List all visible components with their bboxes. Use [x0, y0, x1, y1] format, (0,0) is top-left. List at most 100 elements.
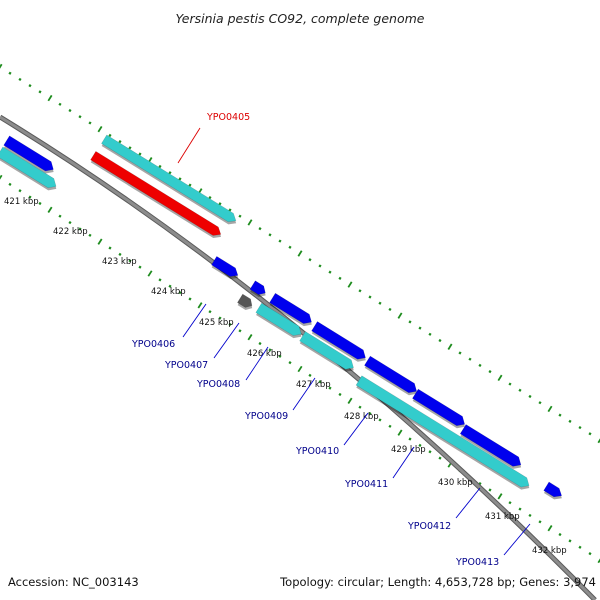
minor-tick: [458, 351, 462, 355]
scale-label-432: 432 kbp: [532, 546, 567, 556]
minor-tick: [158, 164, 162, 169]
feature-cds-ypo0405[interactable]: [90, 150, 225, 241]
feature-cds-ypo0408[interactable]: [311, 321, 370, 365]
minor-tick: [188, 297, 192, 301]
minor-tick: [178, 290, 182, 295]
minor-tick: [88, 233, 92, 237]
minor-tick: [158, 278, 162, 282]
minor-tick: [118, 252, 122, 257]
feature-cds-a[interactable]: [210, 256, 241, 282]
feature-cds-ypo0407[interactable]: [255, 302, 306, 341]
minor-tick: [318, 264, 322, 268]
inner-tick-track: [0, 174, 600, 564]
minor-tick: [428, 332, 432, 336]
minor-tick: [208, 310, 212, 314]
gene-label-ypo0409[interactable]: YPO0409: [244, 411, 288, 422]
minor-tick: [478, 363, 482, 367]
major-tick: [597, 558, 600, 564]
feature-cds-ypo0405-top[interactable]: [100, 134, 239, 227]
minor-tick: [218, 202, 222, 206]
leader-ypo0406: [182, 303, 207, 338]
minor-tick: [428, 450, 432, 454]
gene-label-ypo0408[interactable]: YPO0408: [196, 379, 240, 390]
minor-tick: [518, 507, 522, 511]
minor-tick: [338, 276, 342, 280]
minor-tick: [88, 121, 92, 125]
feature-cds-b[interactable]: [249, 280, 269, 300]
major-tick: [0, 63, 3, 69]
minor-tick: [68, 108, 72, 113]
major-tick: [547, 405, 553, 413]
minor-tick: [558, 532, 562, 537]
minor-tick: [318, 380, 322, 384]
minor-tick: [378, 301, 382, 305]
scale-label-430: 430 kbp: [438, 478, 473, 488]
minor-tick: [418, 443, 422, 448]
minor-tick: [188, 183, 192, 187]
minor-tick: [288, 361, 292, 365]
scale-label-421: 421 kbp: [4, 197, 39, 207]
minor-tick: [328, 270, 332, 274]
outer-tick-track: [0, 63, 600, 444]
major-tick: [0, 174, 3, 180]
minor-tick: [28, 195, 32, 199]
minor-tick: [18, 77, 22, 82]
gene-label-ypo0412[interactable]: YPO0412: [407, 521, 451, 532]
gene-label-ypo0407[interactable]: YPO0407: [164, 360, 208, 371]
major-tick: [147, 270, 153, 277]
minor-tick: [128, 146, 132, 150]
minor-tick: [68, 220, 72, 225]
minor-tick: [118, 140, 122, 144]
feature-cds-ypo0409-inner[interactable]: [299, 331, 358, 375]
leader-ypo0413: [503, 523, 531, 556]
gene-label-ypo0406[interactable]: YPO0406: [131, 339, 175, 350]
minor-tick: [268, 348, 272, 352]
feature-cds-ypo0413[interactable]: [543, 481, 566, 502]
feature-track: [0, 134, 566, 502]
major-tick: [397, 312, 403, 319]
accession-text: Accession: NC_003143: [8, 575, 139, 589]
scale-label-426: 426 kbp: [247, 349, 282, 359]
minor-tick: [388, 424, 392, 428]
minor-tick: [558, 413, 562, 417]
gene-label-ypo0413[interactable]: YPO0413: [455, 557, 499, 568]
major-tick: [547, 524, 553, 532]
minor-tick: [538, 520, 542, 524]
gene-label-leaders: [177, 127, 531, 556]
feature-cds-ypo0406[interactable]: [268, 292, 315, 329]
minor-tick: [508, 382, 512, 386]
feature-cds-small-gray[interactable]: [236, 293, 255, 312]
minor-tick: [268, 233, 272, 237]
gene-label-ypo0410[interactable]: YPO0410: [295, 446, 339, 457]
topology-text: Topology: circular; Length: 4,653,728 bp…: [279, 575, 596, 589]
minor-tick: [328, 386, 332, 390]
major-tick: [497, 374, 503, 382]
minor-tick: [528, 394, 532, 399]
minor-tick: [288, 245, 292, 249]
gene-label-ypo0411[interactable]: YPO0411: [344, 479, 388, 490]
feature-cds-ypo0409[interactable]: [363, 355, 420, 398]
feature-cds-ypo0411[interactable]: [459, 424, 525, 472]
feature-cds-ypo0410-inner[interactable]: [355, 375, 533, 493]
gene-label-ypo0405[interactable]: YPO0405: [206, 112, 250, 123]
feature-cds-outer-left[interactable]: [3, 135, 58, 177]
scale-label-429: 429 kbp: [391, 445, 426, 455]
minor-tick: [38, 90, 42, 94]
leader-ypo0409: [292, 377, 316, 411]
minor-tick: [438, 338, 442, 343]
minor-tick: [368, 411, 372, 416]
minor-tick: [488, 488, 492, 492]
minor-tick: [408, 437, 412, 441]
leader-ypo0408: [245, 346, 269, 381]
minor-tick: [338, 392, 342, 397]
minor-tick: [308, 258, 312, 262]
scale-labels: 421 kbp 422 kbp 423 kbp 424 kbp 425 kbp …: [4, 197, 567, 556]
scale-label-425: 425 kbp: [199, 318, 234, 328]
minor-tick: [38, 201, 42, 206]
minor-tick: [578, 425, 582, 430]
minor-tick: [258, 227, 262, 231]
feature-cds-inner-left[interactable]: [0, 146, 60, 194]
feature-cds-ypo0410[interactable]: [411, 388, 468, 431]
minor-tick: [238, 214, 242, 218]
minor-tick: [358, 405, 362, 409]
